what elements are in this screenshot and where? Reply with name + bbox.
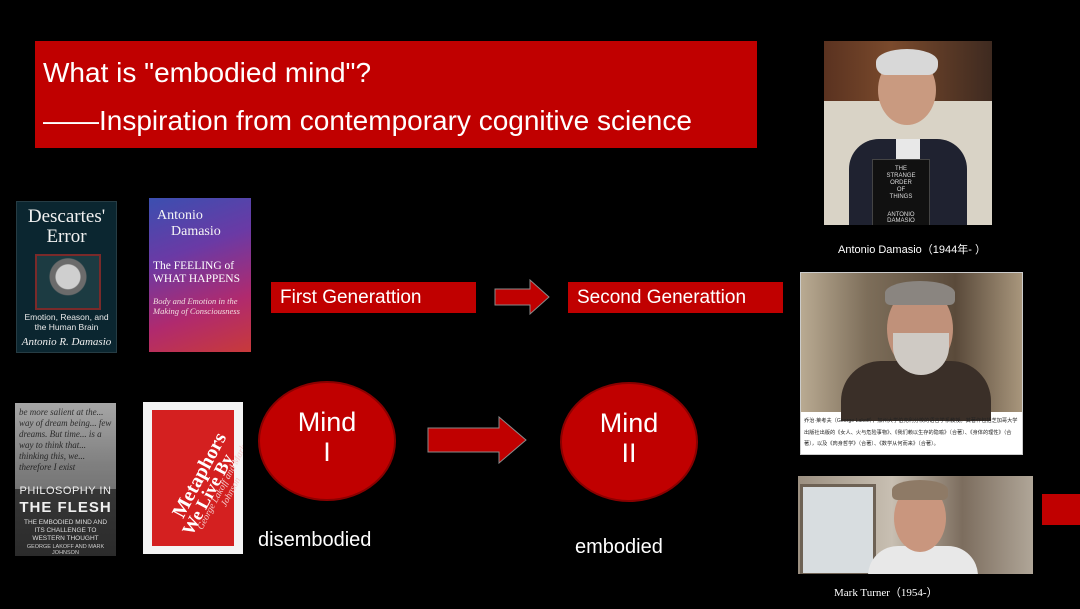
caption-george-lakoff: 乔治·莱考夫（George Lakoff），加州大学伯克利分校的语言学系教授。其… [804, 418, 1018, 447]
slide-subtitle: ——Inspiration from contemporary cognitiv… [43, 105, 692, 136]
book-author: Antonio R. Damasio [21, 336, 112, 348]
held-book-title: OF [896, 187, 906, 193]
portrait-hair [892, 480, 948, 500]
portrait-george-lakoff: 乔治·莱考夫（George Lakoff），加州大学伯克利分校的语言学系教授。其… [800, 272, 1023, 455]
portrait-mark-turner [798, 476, 1033, 574]
held-book: THE STRANGE ORDER OF THINGS ANTONIO DAMA… [872, 159, 930, 225]
portrait-hair [876, 49, 938, 75]
held-book-author: ANTONIO DAMASIO [887, 212, 915, 224]
portrait-antonio-damasio: THE STRANGE ORDER OF THINGS ANTONIO DAMA… [824, 41, 992, 225]
book-cover-red-panel: Metaphors We Live By George Lakoff and M… [152, 410, 243, 546]
held-book-title: THE [895, 166, 907, 172]
portrait-hair [885, 281, 955, 305]
edge-red-tab [1042, 494, 1080, 525]
held-book-title: THINGS [889, 194, 913, 200]
book-author-last: Damasio [171, 224, 221, 239]
embodied-label: embodied [575, 536, 663, 558]
book-title-line: Error [46, 226, 87, 247]
mind-numeral: I [323, 437, 331, 467]
book-cover-background-text: be more salient at the... way of dream b… [15, 403, 116, 489]
held-book-title: ORDER [890, 180, 912, 186]
book-title-line: THE FLESH [19, 499, 112, 516]
second-generation-label: Second Generattion [568, 282, 783, 313]
title-banner: What is "embodied mind"? ——Inspiration f… [35, 41, 757, 148]
book-author-first: Antonio [157, 208, 203, 223]
mind-one-ellipse: Mind I [258, 381, 396, 501]
right-arrow-icon [427, 416, 527, 464]
book-cover-metaphors-we-live-by: Metaphors We Live By George Lakoff and M… [143, 402, 243, 554]
mind-word: Mind [599, 408, 659, 438]
book-subtitle: THE EMBODIED MIND AND ITS CHALLENGE TO W… [23, 519, 108, 542]
caption-antonio-damasio: Antonio Damasio（1944年- ） [838, 244, 986, 256]
book-title-line: PHILOSOPHY IN [19, 485, 112, 497]
book-cover-descartes-error: Descartes' Error Emotion, Reason, and th… [16, 201, 117, 353]
caption-mark-turner: Mark Turner（1954-） [834, 587, 938, 599]
right-arrow-icon [494, 279, 550, 315]
held-book-title: STRANGE [886, 173, 916, 179]
book-cover-philosophy-in-the-flesh: be more salient at the... way of dream b… [15, 403, 116, 556]
mind-numeral: II [621, 438, 637, 468]
first-generation-label: First Generattion [271, 282, 476, 313]
portrait-window [800, 484, 876, 574]
mind-word: Mind [297, 407, 357, 437]
book-authors: GEORGE LAKOFF AND MARK JOHNSON [26, 544, 105, 556]
book-cover-feeling-of-what-happens: Antonio Damasio The FEELING of WHAT HAPP… [149, 198, 251, 352]
book-cover-artwork [35, 254, 101, 310]
mind-two-ellipse: Mind II [560, 382, 698, 502]
book-title: The FEELING of WHAT HAPPENS [153, 260, 241, 285]
slide-title: What is "embodied mind"? [43, 57, 372, 88]
book-title-line: Descartes' [27, 206, 106, 227]
book-subtitle: Body and Emotion in the Making of Consci… [153, 296, 240, 316]
disembodied-label: disembodied [258, 529, 372, 551]
book-subtitle: Emotion, Reason, and the Human Brain [24, 312, 109, 332]
